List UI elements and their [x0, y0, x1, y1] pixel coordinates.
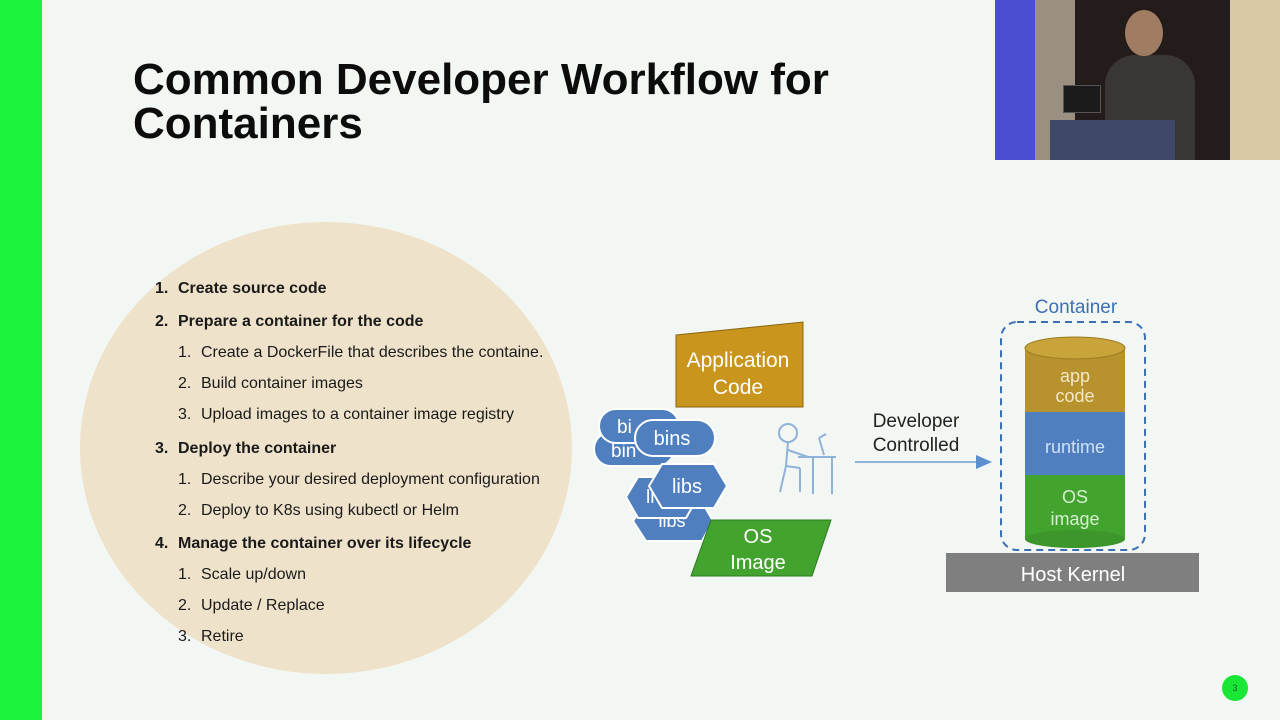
layer-runtime: [1025, 412, 1125, 475]
layer-app-code-top: [1024, 336, 1126, 360]
step-2-sub-3: 3.Upload images to a container image reg…: [178, 406, 515, 423]
step-4-sub-3: 3.Retire: [178, 628, 244, 645]
arrow-right-icon: [855, 455, 992, 469]
os-image-block: [690, 519, 832, 577]
container-label: Container: [1035, 297, 1118, 318]
layer-os-image-label-line1: OS: [1062, 487, 1088, 507]
layer-os-image: [1025, 475, 1125, 539]
bins-front-label: bins: [654, 428, 691, 450]
speaker-webcam: [995, 0, 1280, 160]
step-2-sub-2: 2.Build container images: [178, 375, 363, 392]
step-1: 1.Create source code: [155, 280, 327, 297]
developer-controlled-line2: Controlled: [873, 435, 960, 456]
layer-os-image-label-line2: image: [1050, 509, 1099, 529]
host-kernel-label: Host Kernel: [1021, 564, 1126, 586]
step-3-sub-2: 2.Deploy to K8s using kubectl or Helm: [178, 502, 459, 519]
step-4-sub-1: 1.Scale up/down: [178, 566, 306, 583]
layer-os-image-bottom: [1025, 530, 1125, 548]
bins-back-label: bi: [617, 417, 632, 438]
bins-shape-front: [634, 419, 716, 457]
step-3: 3.Deploy the container: [155, 440, 337, 457]
bins-back-label-2: bin: [611, 441, 636, 462]
webcam-curtain: [995, 0, 1035, 160]
steps-backdrop: [80, 222, 572, 674]
os-image-label-line1: OS: [744, 526, 773, 548]
speaker-podium: [1050, 120, 1175, 160]
developer-controlled-line1: Developer: [873, 411, 960, 432]
step-3-sub-1: 1.Describe your desired deployment confi…: [178, 471, 540, 488]
page-number-badge: 3: [1222, 675, 1248, 701]
libs-shape-front: [647, 463, 729, 509]
libs-front-label: libs: [672, 476, 702, 498]
container-frame: [1000, 321, 1146, 551]
os-image-label-line2: Image: [730, 552, 786, 574]
layer-app-code-label-line2: code: [1055, 386, 1094, 406]
speaker-head: [1125, 10, 1163, 56]
layer-runtime-label: runtime: [1045, 437, 1105, 457]
slide-title: Common Developer Workflow for Containers: [133, 55, 829, 148]
application-code-label-line2: Code: [713, 376, 763, 399]
host-kernel-block: [946, 553, 1199, 592]
left-accent-bar: [0, 0, 42, 720]
speaker-laptop: [1063, 85, 1101, 113]
step-2-sub-1: 1.Create a DockerFile that describes the…: [178, 344, 544, 361]
developer-at-desk-icon: [778, 423, 836, 494]
step-4-sub-2: 2.Update / Replace: [178, 597, 325, 614]
step-4: 4.Manage the container over its lifecycl…: [155, 535, 472, 552]
step-2: 2.Prepare a container for the code: [155, 313, 424, 330]
webcam-background: [1230, 0, 1280, 160]
workflow-steps: 1.Create source code 2.Prepare a contain…: [155, 278, 571, 658]
libs-back-label: li: [646, 487, 654, 508]
layer-app-code-label-line1: app: [1060, 366, 1090, 386]
application-code-label-line1: Application: [687, 349, 790, 372]
application-code-block: [675, 321, 804, 408]
